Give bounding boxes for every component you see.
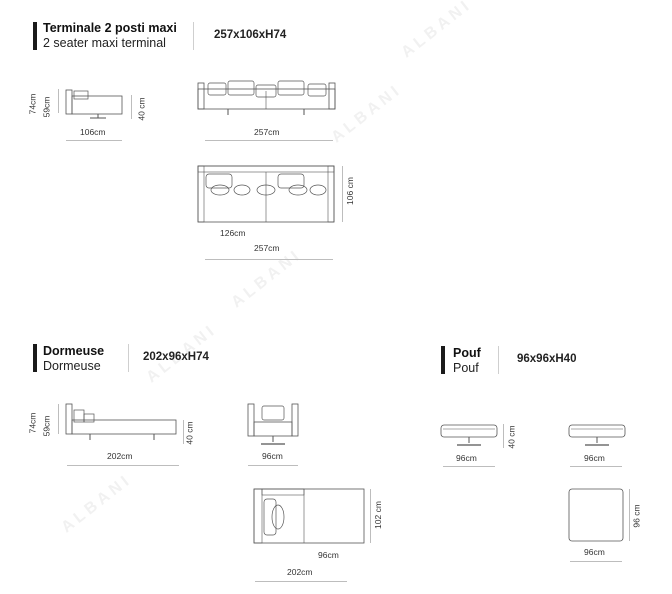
dim-guide <box>629 489 630 541</box>
dim-guide <box>131 95 132 119</box>
dim-top-width: 96cm <box>584 547 605 557</box>
dim-guide <box>443 466 495 467</box>
dim-guide <box>370 489 371 543</box>
header-separator <box>128 344 129 372</box>
title-en: 2 seater maxi terminal <box>43 36 166 50</box>
dim-side-width: 96cm <box>456 453 477 463</box>
watermark: ALBANI <box>398 0 476 62</box>
dim-height-seat: 59cm <box>41 96 52 118</box>
pouf-side-view <box>440 424 498 446</box>
header-bar <box>33 344 37 372</box>
title-en: Pouf <box>453 361 479 375</box>
dim-front-width: 96cm <box>262 451 283 461</box>
dim-top-inner: 126cm <box>220 228 246 238</box>
dim-guide <box>570 561 622 562</box>
dim-height-seat: 59cm <box>41 415 52 437</box>
dimensions-label: 257x106xH74 <box>214 29 287 41</box>
dim-guide <box>58 404 59 434</box>
dim-guide <box>183 420 184 444</box>
dim-guide <box>248 465 298 466</box>
watermark: ALBANI <box>328 80 406 147</box>
dim-top-depth: 102 cm <box>372 501 383 529</box>
title-it: Dormeuse <box>43 344 105 358</box>
dim-height-total: 74cm <box>27 412 38 434</box>
dim-depth: 106cm <box>80 127 106 137</box>
dim-height-total: 74cm <box>27 93 38 115</box>
dormeuse-front-view <box>247 403 299 445</box>
dim-guide <box>205 140 333 141</box>
sofa-front-view <box>197 80 336 115</box>
title-en: Dormeuse <box>43 359 101 373</box>
pouf-top-view <box>568 488 624 542</box>
dimensions-label: 96x96xH40 <box>517 353 577 365</box>
header-bar <box>441 346 445 374</box>
dim-top-width: 202cm <box>287 567 313 577</box>
dim-top-depth: 106 cm <box>344 177 355 205</box>
watermark: ALBANI <box>58 470 136 537</box>
dim-side-width: 202cm <box>107 451 133 461</box>
dim-top-inner: 96cm <box>318 550 339 560</box>
dormeuse-side-view <box>65 403 177 440</box>
dim-front-width: 96cm <box>584 453 605 463</box>
dim-guide <box>58 89 59 113</box>
dim-guide <box>342 166 343 222</box>
dim-top-width: 257cm <box>254 243 280 253</box>
title-it: Pouf <box>453 346 481 360</box>
header-separator <box>193 22 194 50</box>
header-bar <box>33 22 37 50</box>
dim-guide <box>67 465 179 466</box>
watermark: ALBANI <box>228 245 306 312</box>
dim-guide <box>503 424 504 448</box>
dim-guide <box>205 259 333 260</box>
sofa-top-view <box>197 165 335 223</box>
dim-seat-right: 40 cm <box>184 421 195 445</box>
header-separator <box>498 346 499 374</box>
dim-guide <box>66 140 122 141</box>
sofa-side-view <box>65 89 123 119</box>
pouf-front-view <box>568 424 626 446</box>
dim-guide <box>255 581 347 582</box>
dormeuse-top-view <box>253 488 365 544</box>
dim-top-depth: 96 cm <box>631 504 642 528</box>
dim-height: 40 cm <box>506 425 517 449</box>
dimensions-label: 202x96xH74 <box>143 351 209 363</box>
title-it: Terminale 2 posti maxi <box>43 21 177 35</box>
dim-guide <box>570 466 622 467</box>
dim-front-width: 257cm <box>254 127 280 137</box>
dim-seat-right: 40 cm <box>136 97 147 121</box>
